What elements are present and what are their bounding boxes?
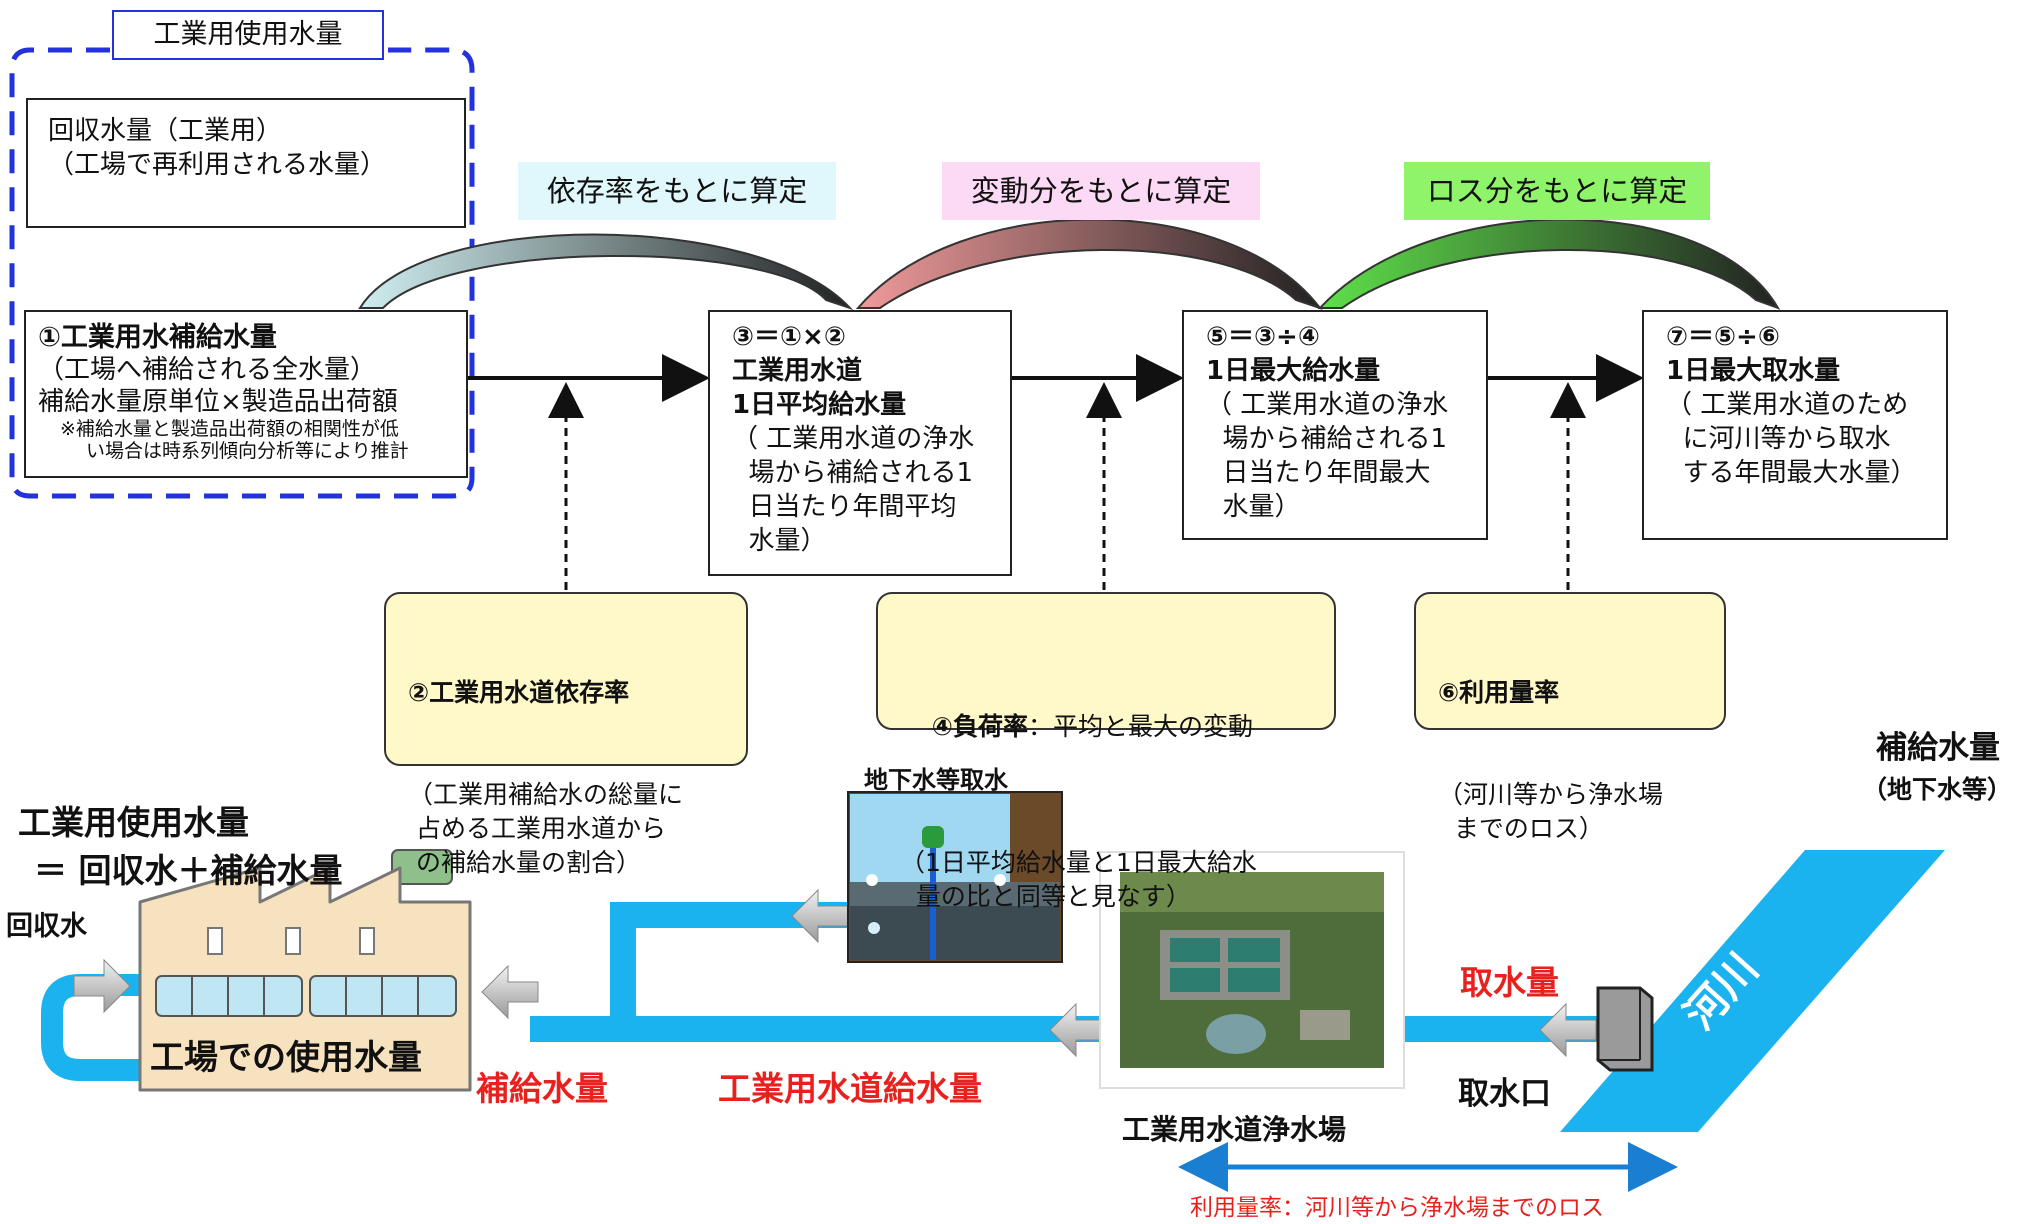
note4-desc: （1日平均給水量と1日最大給水 量の比と同等と見なす） xyxy=(900,848,1257,911)
box1-title: ①工業用水補給水量 xyxy=(38,322,277,353)
note6-title: ⑥利用量率 xyxy=(1438,678,1560,707)
usage-rate-caption: 利用量率：河川等から浄水場までのロス xyxy=(1190,1195,1604,1221)
box7-title: 1日最大取水量 xyxy=(1666,356,1841,386)
label-dependency: 依存率をもとに算定 xyxy=(518,162,836,220)
factory-usage-label: 工場での使用水量 xyxy=(150,1038,422,1078)
supply-volume-label: 補給水量 xyxy=(476,1069,608,1108)
note6-desc: （河川等から浄水場 までのロス） xyxy=(1438,780,1664,843)
box7-formula: ⑦＝⑤÷⑥ xyxy=(1666,322,1780,352)
plant-name-label: 工業用水道浄水場 xyxy=(1122,1113,1347,1146)
box3-title1: 工業用水道 xyxy=(732,356,863,386)
note4-title-suffix: ：平均と最大の変動 xyxy=(1027,712,1253,741)
factory-icon xyxy=(138,849,472,1092)
box3-formula: ③＝①×② xyxy=(732,322,846,352)
intake-port-label: 取水口 xyxy=(1458,1076,1551,1112)
supply-right-sub: （地下水等） xyxy=(1862,775,2013,804)
label-variation: 変動分をもとに算定 xyxy=(942,162,1260,220)
supply-right-title: 補給水量 xyxy=(1876,730,2000,766)
note4-heading: ④負荷率：平均と最大の変動 xyxy=(900,676,1312,778)
water-treatment-plant-photo xyxy=(1099,851,1405,1089)
intake-volume-label: 取水量 xyxy=(1460,963,1559,1002)
box1-note1: ※補給水量と製造品出荷額の相関性が低 xyxy=(60,418,399,440)
dashed-region-title: 工業用使用水量 xyxy=(112,10,384,60)
box1-line2: （工場へ補給される全水量） xyxy=(38,355,377,385)
box7-desc: （ 工業用水道のため に河川等から取水 する年間最大水量） xyxy=(1666,390,1917,488)
box5-title: 1日最大給水量 xyxy=(1206,356,1381,386)
box-daily-max-intake: ⑦＝⑤÷⑥ 1日最大取水量 （ 工業用水道のため に河川等から取水 する年間最大… xyxy=(1642,310,1948,540)
note2-title: ②工業用水道依存率 xyxy=(408,678,630,707)
curved-arrow-variation xyxy=(855,218,1323,310)
box1-line3: 補給水量原単位×製造品出荷額 xyxy=(38,387,398,417)
recovered-water-label: 回収水 xyxy=(6,911,87,942)
box3-desc: （ 工業用水道の浄水 場から補給される1 日当たり年間平均 水量） xyxy=(732,424,975,556)
recovered-water-box: 回収水量（工業用） （工場で再利用される水量） xyxy=(26,98,466,228)
usage-formula: ＝ 回収水＋補給水量 xyxy=(34,851,343,890)
box-industrial-supply: ①工業用水補給水量 （工場へ補給される全水量） 補給水量原単位×製造品出荷額 ※… xyxy=(24,310,468,478)
box-daily-max-supply: ⑤＝③÷④ 1日最大給水量 （ 工業用水道の浄水 場から補給される1 日当たり年… xyxy=(1182,310,1488,540)
usage-title: 工業用使用水量 xyxy=(18,803,249,842)
river-shape xyxy=(1560,850,1945,1132)
pipe-recovery-loop xyxy=(41,974,140,1081)
box3-title2: 1日平均給水量 xyxy=(732,390,907,420)
note-usage-rate: ⑥利用量率 （河川等から浄水場 までのロス） xyxy=(1414,592,1726,843)
intake-port-icon xyxy=(1596,986,1654,1072)
note2-desc: （工業用補給水の総量に 占める工業用水道から の補給水量の割合） xyxy=(408,780,684,877)
box5-formula: ⑤＝③÷④ xyxy=(1206,322,1320,352)
groundwater-intake-picture xyxy=(847,791,1063,963)
gray-arrow-plant-out xyxy=(1049,1002,1107,1058)
note-load-factor: ④負荷率：平均と最大の変動 （1日平均給水量と1日最大給水 量の比と同等と見なす… xyxy=(876,592,1336,911)
note-dependency-rate: ②工業用水道依存率 （工業用補給水の総量に 占める工業用水道から の補給水量の割… xyxy=(384,592,748,877)
gray-arrow-recovery-in xyxy=(73,958,131,1014)
groundwater-intake-label: 地下水等取水 xyxy=(864,766,1008,794)
curved-arrow-dependency xyxy=(358,233,851,309)
recovered-line2: （工場で再利用される水量） xyxy=(48,150,387,180)
box1-note2: い場合は時系列傾向分析等により推計 xyxy=(86,440,409,462)
waterworks-supply-label: 工業用水道給水量 xyxy=(718,1069,982,1108)
gray-arrow-into-factory xyxy=(481,964,539,1020)
curved-arrow-loss xyxy=(1317,218,1781,310)
note4-title: ④負荷率 xyxy=(931,712,1028,741)
gray-arrow-intake xyxy=(1539,1002,1597,1058)
gray-arrow-groundwater xyxy=(791,888,849,944)
recovered-line1: 回収水量（工業用） xyxy=(48,116,283,146)
box5-desc: （ 工業用水道の浄水 場から補給される1 日当たり年間最大 水量） xyxy=(1206,390,1449,522)
label-loss: ロス分をもとに算定 xyxy=(1404,162,1710,220)
box-daily-average: ③＝①×② 工業用水道 1日平均給水量 （ 工業用水道の浄水 場から補給される1… xyxy=(708,310,1012,576)
dashed-region-border xyxy=(9,47,475,499)
